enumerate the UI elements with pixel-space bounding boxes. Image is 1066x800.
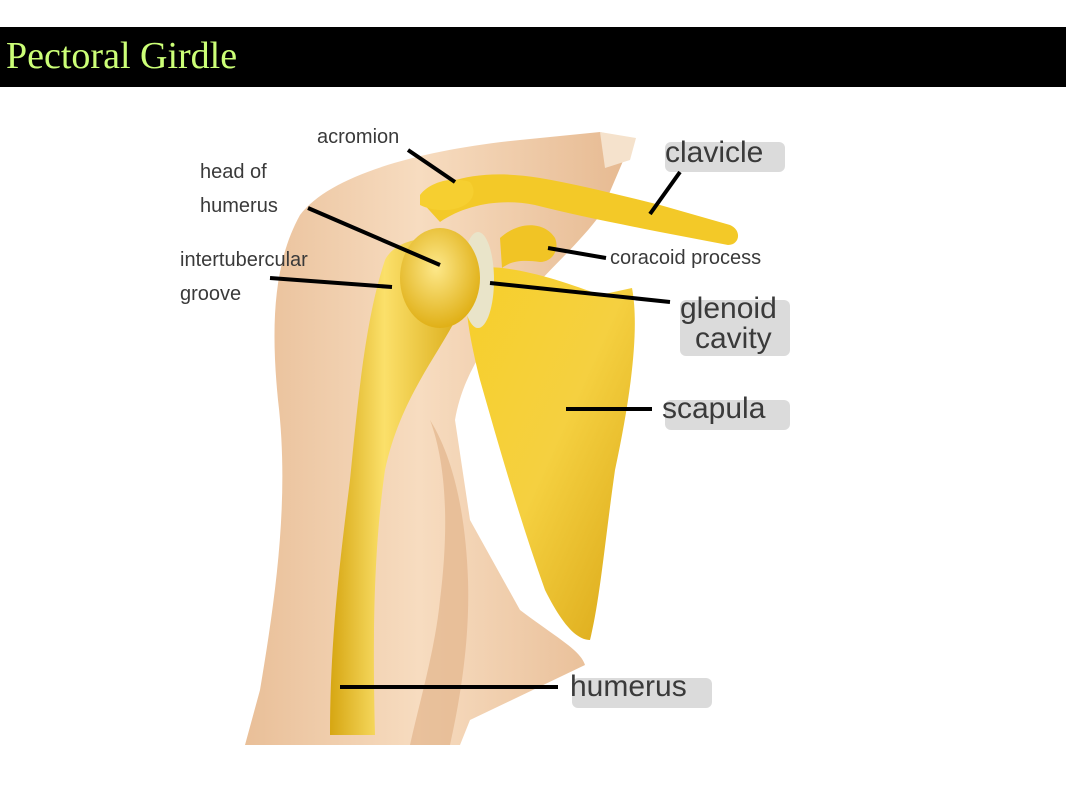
humerus-bone — [330, 238, 466, 735]
leader-head-of-humerus — [307, 206, 441, 267]
label-humerus: humerus — [570, 670, 687, 703]
label-head-of-humerus-1: head of — [200, 161, 267, 183]
humerus-head — [400, 228, 480, 328]
label-clavicle: clavicle — [665, 136, 763, 169]
label-coracoid-process: coracoid process — [610, 247, 761, 269]
label-intertubercular-1: intertubercular — [180, 249, 308, 271]
acromion-bone — [420, 179, 474, 211]
title-bar: Pectoral Girdle — [0, 27, 1066, 87]
leader-coracoid — [547, 246, 607, 260]
slide-title: Pectoral Girdle — [6, 35, 238, 77]
label-glenoid-2: cavity — [695, 322, 772, 355]
leader-glenoid — [489, 281, 671, 304]
coracoid-bone — [500, 225, 557, 268]
leader-lines — [269, 148, 682, 689]
label-acromion: acromion — [317, 126, 399, 148]
leader-intertubercular — [269, 276, 393, 289]
clavicle-bone — [420, 174, 739, 245]
label-scapula: scapula — [662, 392, 766, 425]
labels: acromion head of humerus intertubercular… — [180, 126, 777, 703]
label-head-of-humerus-2: humerus — [200, 195, 278, 217]
label-glenoid-1: glenoid — [680, 292, 777, 325]
label-intertubercular-2: groove — [180, 283, 241, 305]
scapula-bone — [465, 267, 635, 640]
label-shadows — [572, 142, 790, 708]
leader-acromion — [406, 148, 457, 184]
leader-clavicle — [648, 170, 682, 216]
